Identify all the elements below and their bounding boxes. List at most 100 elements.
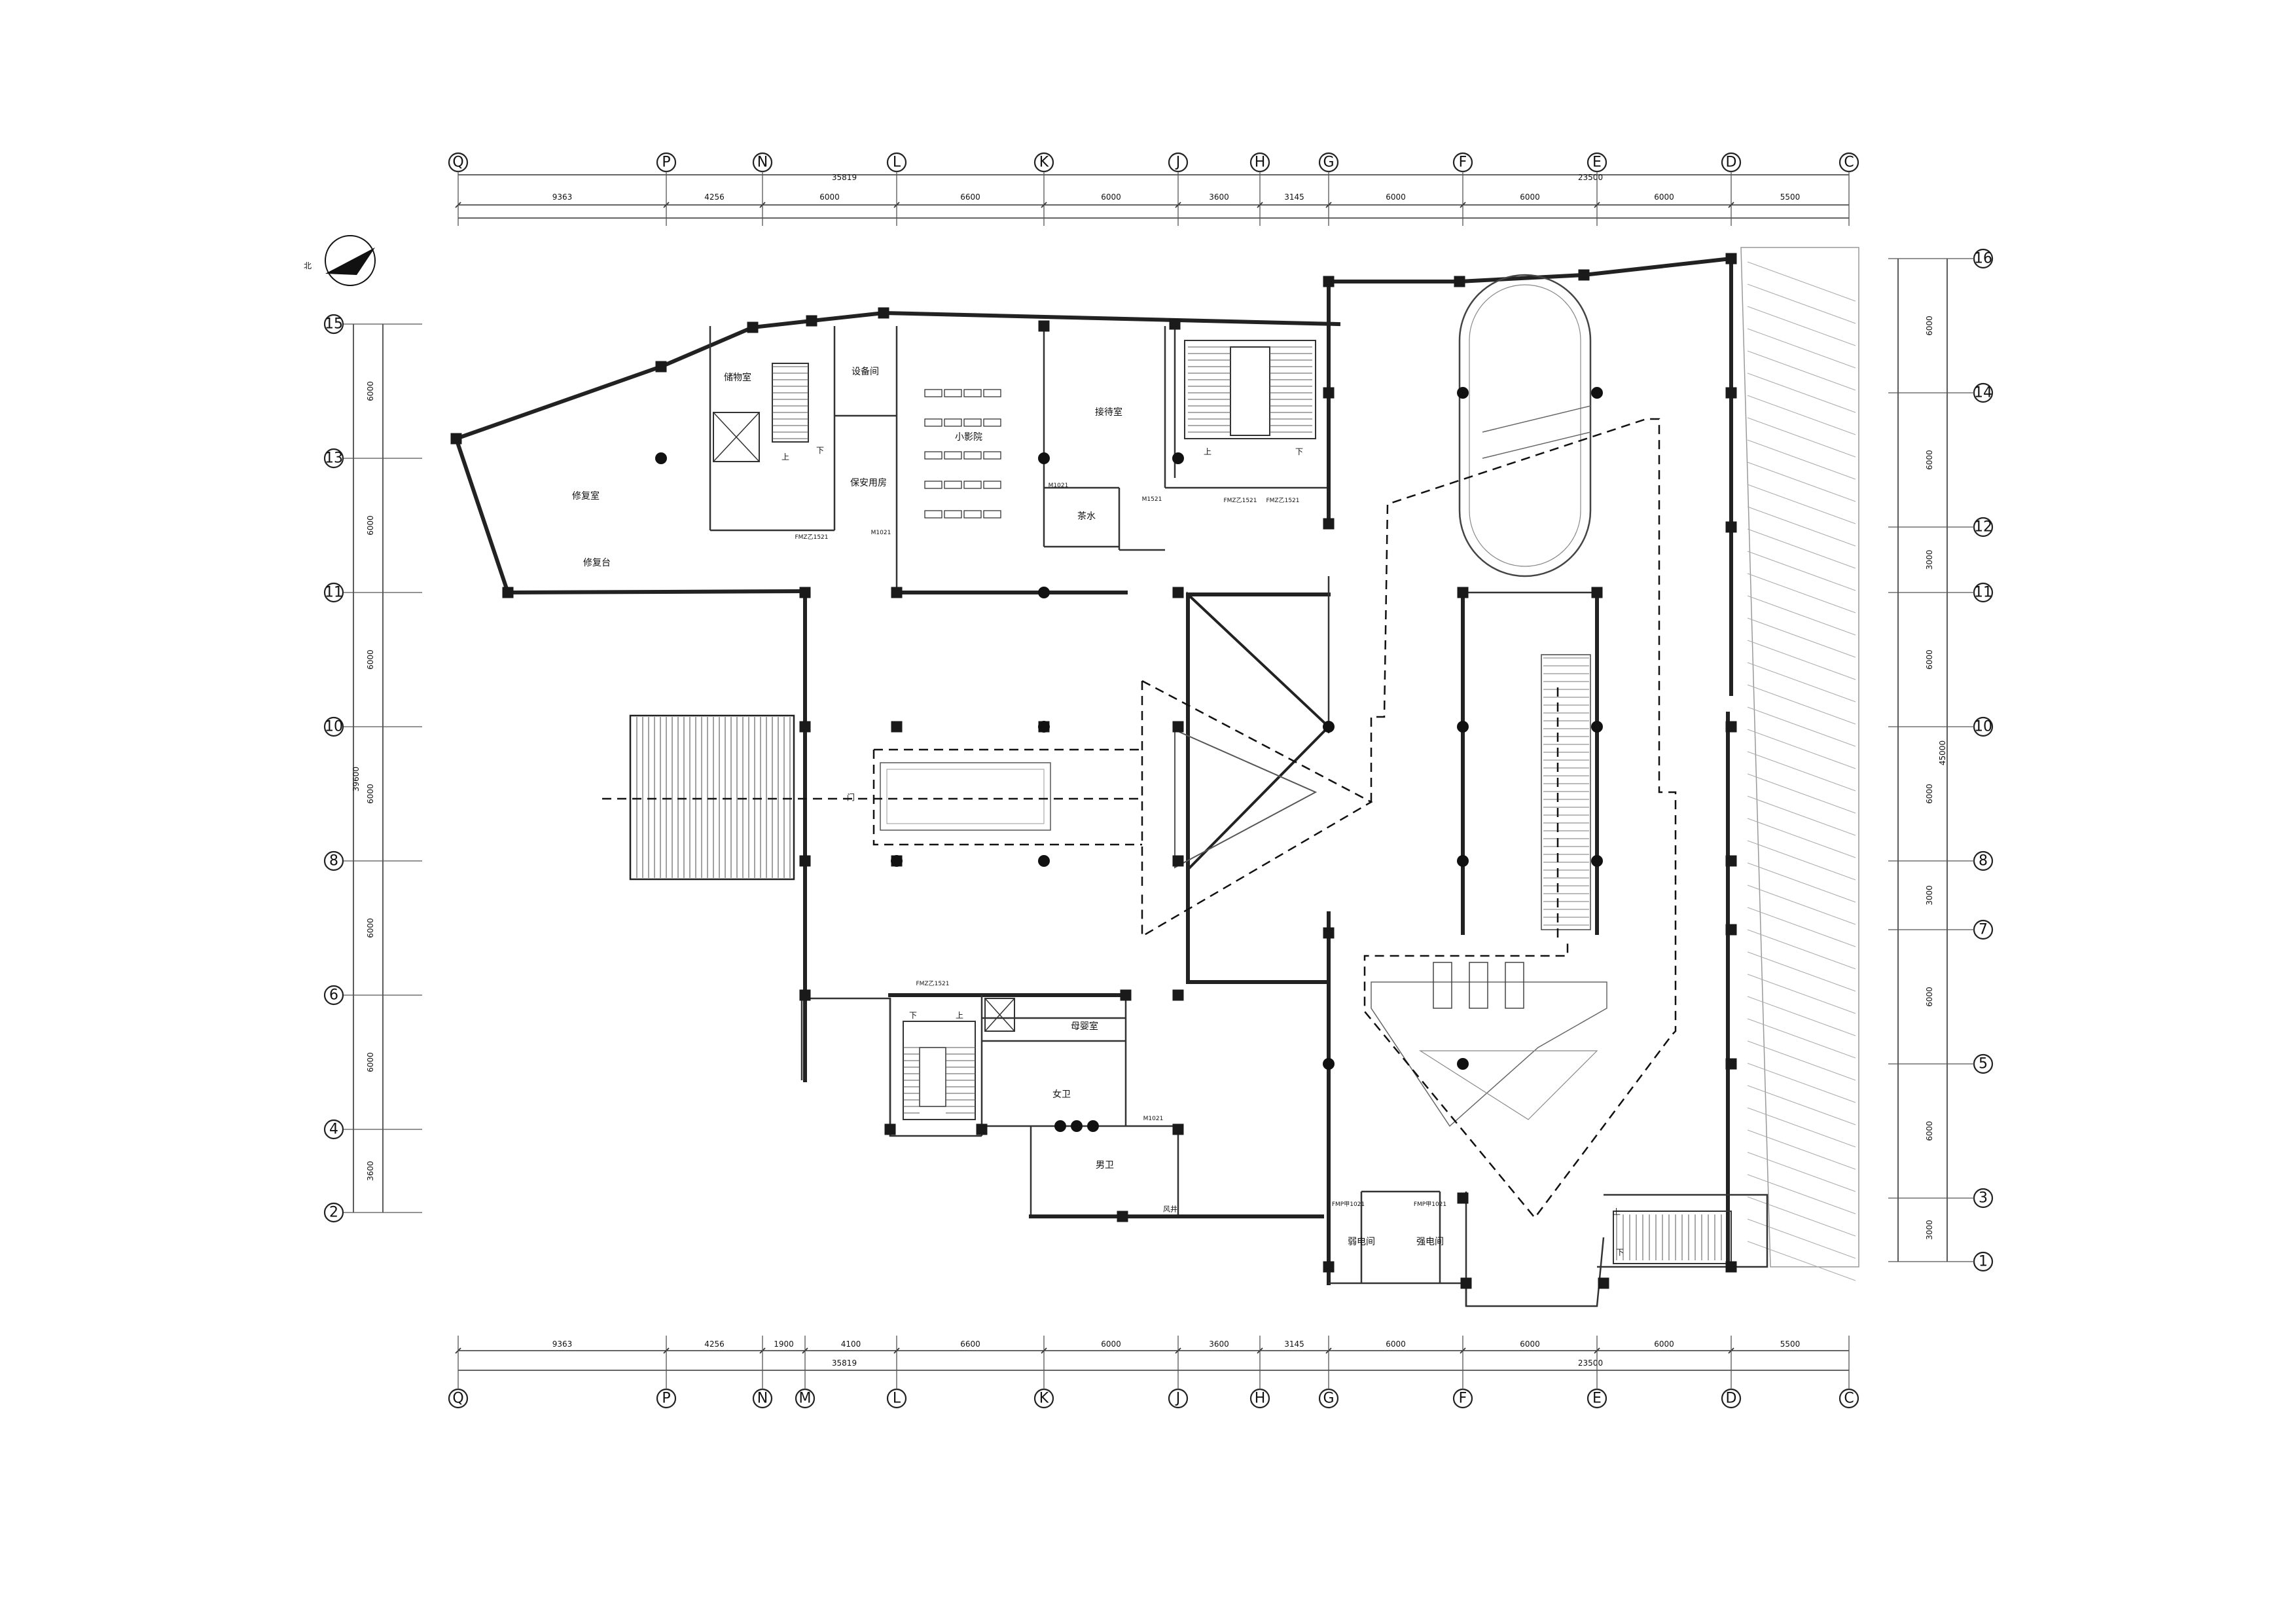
cinema-seat	[944, 481, 962, 489]
column-square	[1591, 587, 1603, 598]
column-round	[1172, 452, 1184, 464]
column-square	[976, 1123, 988, 1135]
column-square	[1172, 721, 1184, 733]
triangular-void	[1371, 962, 1607, 1127]
column-square	[1038, 320, 1050, 332]
top-dim-2: 6000	[819, 192, 840, 202]
axis-left-11: 11	[323, 582, 344, 603]
column-square	[799, 721, 811, 733]
door-fmz-3: FMZ乙1521	[1266, 497, 1299, 504]
axis-top-Q: Q	[448, 152, 469, 173]
column-square	[1457, 587, 1469, 598]
column-square	[1323, 927, 1335, 939]
axis-bottom-G: G	[1318, 1388, 1339, 1409]
right-dim-2: 3000	[1925, 550, 1934, 570]
axis-bottom-N: N	[752, 1388, 773, 1409]
left-dim-4: 6000	[366, 918, 375, 938]
axis-right-7: 7	[1973, 919, 1994, 940]
room-tea: 茶水	[1077, 511, 1096, 522]
bottom-dim-8: 6000	[1386, 1340, 1406, 1349]
column-square	[1454, 276, 1465, 287]
axis-top-D: D	[1721, 152, 1742, 173]
axis-bottom-C: C	[1839, 1388, 1859, 1409]
axis-left-4: 4	[323, 1119, 344, 1140]
column-square	[878, 307, 889, 319]
top-dim-10: 5500	[1780, 192, 1801, 202]
axis-bottom-F-label: F	[1459, 1391, 1467, 1407]
axis-right-10-label: 10	[1974, 719, 1992, 735]
axis-right-16-label: 16	[1974, 251, 1992, 267]
column-square	[1117, 1211, 1128, 1222]
axis-top-E-label: E	[1592, 155, 1602, 171]
room-storage: 储物室	[724, 372, 751, 383]
column-square	[1725, 1058, 1737, 1070]
cinema-seat	[944, 418, 962, 427]
axis-bottom-L: L	[886, 1388, 907, 1409]
cinema-seat	[983, 481, 1001, 489]
column-round	[1457, 387, 1469, 399]
axis-top-F-label: F	[1459, 155, 1467, 171]
right-axis: 45000 6000600030006000600030006000600030…	[1888, 248, 1994, 1272]
axis-left-4-label: 4	[329, 1122, 338, 1138]
room-reception: 接待室	[1095, 407, 1122, 418]
door-mark: 门	[847, 792, 855, 802]
room-male-wc: 男卫	[1096, 1160, 1114, 1171]
bottom-total-left: 35819	[832, 1359, 857, 1368]
axis-right-12-label: 12	[1974, 519, 1992, 536]
column-square	[799, 989, 811, 1001]
axis-left-2: 2	[323, 1202, 344, 1223]
left-dim-5: 6000	[366, 1052, 375, 1072]
axis-bottom-D-label: D	[1726, 1391, 1737, 1407]
column-square	[1172, 1123, 1184, 1135]
column-square	[1120, 989, 1132, 1001]
column-round	[891, 855, 903, 867]
bottom-dim-5: 6000	[1101, 1340, 1121, 1349]
column-square	[1725, 721, 1737, 733]
cinema-seat	[983, 451, 1001, 460]
bottom-dim-10: 6000	[1654, 1340, 1674, 1349]
cinema-seats	[924, 389, 1001, 519]
column-round	[1457, 721, 1469, 733]
cinema-seat	[963, 451, 982, 460]
axis-right-5: 5	[1973, 1053, 1994, 1074]
column-square	[1457, 1192, 1469, 1204]
stair-down-1: 下	[816, 446, 824, 455]
column-square	[1323, 1261, 1335, 1273]
axis-right-12: 12	[1973, 517, 1994, 538]
column-round	[1323, 1058, 1335, 1070]
axis-bottom-N-label: N	[757, 1391, 768, 1407]
door-fmz-4: FMZ乙1521	[916, 980, 949, 987]
door-fmp-1: FMP甲1021	[1332, 1201, 1365, 1208]
axis-bottom-P-label: P	[662, 1391, 670, 1407]
door-labels: FMZ乙1521 FMZ乙1521 FMZ乙1521 FMZ乙1521 M152…	[781, 446, 1624, 1257]
stair-up-2: 上	[1204, 447, 1211, 456]
cinema-seat	[944, 510, 962, 519]
left-dim-0: 6000	[366, 381, 375, 401]
room-security: 保安用房	[850, 478, 887, 488]
room-strong-elec: 强电间	[1416, 1237, 1444, 1247]
column-round	[1038, 721, 1050, 733]
axis-left-8: 8	[323, 850, 344, 871]
axis-bottom-C-label: C	[1844, 1391, 1854, 1407]
axis-top-J: J	[1168, 152, 1189, 173]
axis-top-H: H	[1249, 152, 1270, 173]
axis-bottom-P: P	[656, 1388, 677, 1409]
cinema-seat	[924, 418, 942, 427]
bottom-dim-4: 6600	[960, 1340, 980, 1349]
room-equipment: 设备间	[852, 366, 879, 377]
column-square	[502, 587, 514, 598]
axis-left-15: 15	[323, 314, 344, 335]
right-dim-7: 6000	[1925, 1121, 1934, 1141]
top-total-right: 23500	[1578, 173, 1603, 182]
column-square	[806, 315, 817, 327]
column-square	[884, 1123, 896, 1135]
axis-left-13: 13	[323, 448, 344, 469]
column-round	[1457, 1058, 1469, 1070]
stadium-atrium	[1458, 274, 1592, 577]
column-square	[1172, 587, 1184, 598]
axis-left-13-label: 13	[325, 450, 343, 467]
axis-left-15-label: 15	[325, 316, 343, 333]
column-square	[1725, 924, 1737, 936]
column-round	[1591, 721, 1603, 733]
